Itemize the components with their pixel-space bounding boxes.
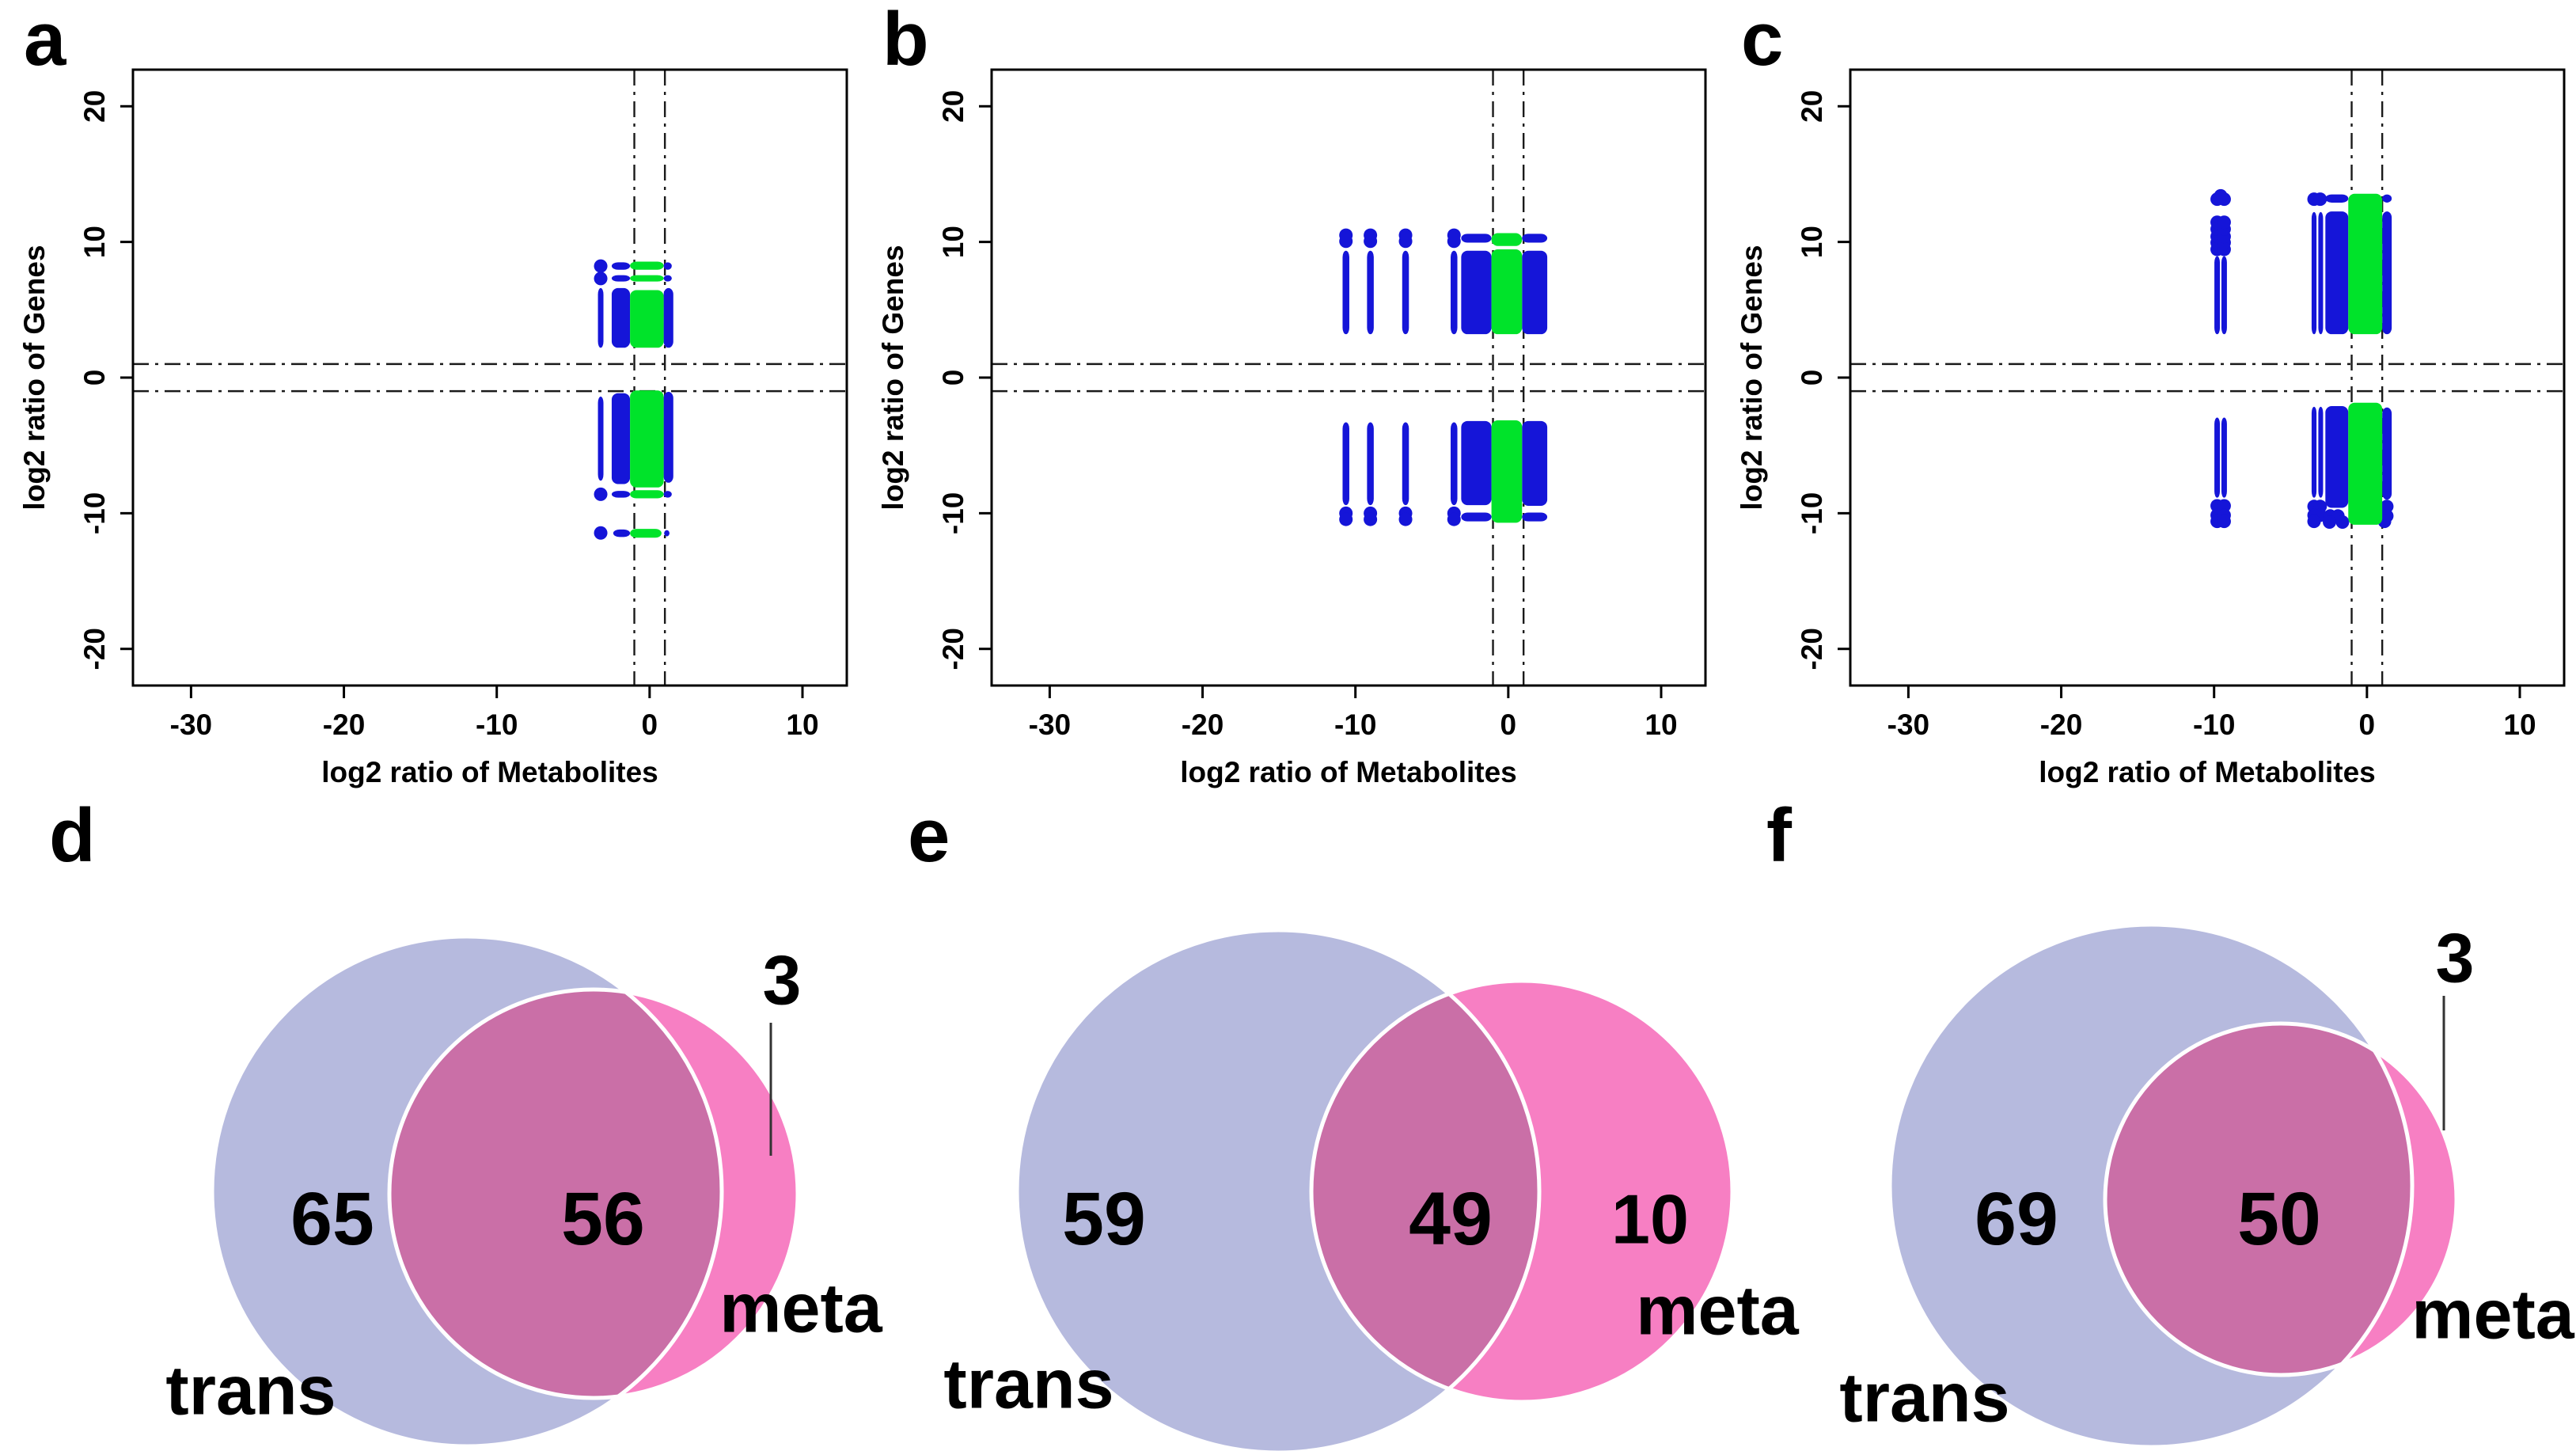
- reference-lines: [992, 70, 1705, 686]
- svg-text:0: 0: [1796, 370, 1828, 386]
- svg-text:-20: -20: [1796, 628, 1828, 670]
- panel-letter-e: e: [908, 793, 950, 878]
- reference-lines: [1850, 70, 2564, 686]
- svg-text:-10: -10: [2193, 708, 2235, 741]
- svg-text:0: 0: [78, 370, 111, 386]
- svg-text:10: 10: [2503, 708, 2536, 741]
- svg-text:20: 20: [937, 90, 969, 123]
- svg-text:10: 10: [78, 226, 111, 258]
- y-axis-title: log2 ratio of Genes: [877, 245, 909, 510]
- trans-only-count: 59: [1062, 1177, 1146, 1261]
- series-blue: [1339, 228, 1548, 526]
- scatter-points-layer: [594, 259, 673, 540]
- meta-set-label: meta: [2411, 1275, 2574, 1354]
- axes: -30 -20 -10 0 10 -20 -10 0 10 20 log2 ratio of Met…: [1736, 90, 2536, 788]
- svg-text:-20: -20: [78, 628, 111, 670]
- scatter-panel-a: a -30 -20 -10 0 10 -20 -10 0 10 20 log2 ratio of M…: [0, 0, 859, 792]
- venn-chart-f: 69 50 3 trans meta: [1839, 919, 2575, 1449]
- svg-text:-10: -10: [78, 492, 111, 534]
- svg-text:10: 10: [1645, 708, 1677, 741]
- venn-diagram: 59 49 10 trans meta: [943, 928, 1800, 1451]
- scatter-chart-a: -30 -20 -10 0 10 -20 -10 0 10 20 log2 ratio of Met…: [18, 68, 848, 788]
- scatter-panel-c: c -30 -20 -10 0 10 -20 -10 0 10 20 log2 ratio of M…: [1717, 0, 2576, 792]
- svg-text:20: 20: [1796, 90, 1828, 123]
- overlap-region: [2105, 1024, 2412, 1375]
- plot-area: -30 -20 -10 0 10 -20 -10 0 10 20 log2 ratio of Met…: [877, 68, 1707, 788]
- overlap-count: 56: [561, 1177, 645, 1261]
- svg-text:0: 0: [937, 370, 969, 386]
- scatter-panel-b: b -30 -20 -10 0 10 -20 -10 0 10 20 log2 ratio of M…: [859, 0, 1717, 792]
- svg-text:10: 10: [937, 226, 969, 258]
- venn-diagram: 69 50 3 trans meta: [1839, 919, 2575, 1449]
- trans-set-label: trans: [1839, 1358, 2009, 1437]
- meta-only-count: 10: [1611, 1180, 1689, 1259]
- series-blue: [594, 259, 673, 540]
- overlap-region: [389, 989, 722, 1398]
- svg-text:10: 10: [1796, 226, 1828, 258]
- panel-letter-c: c: [1741, 0, 1784, 82]
- axes: -30 -20 -10 0 10 -20 -10 0 10 20 log2 ratio of Met…: [18, 90, 819, 788]
- svg-text:-20: -20: [2040, 708, 2082, 741]
- venn-panel-d: d 65 56 3 trans meta: [0, 792, 883, 1451]
- y-axis-title: log2 ratio of Genes: [1736, 245, 1768, 510]
- trans-set-label: trans: [943, 1345, 1113, 1423]
- venn-panel-f: f 69 50 3 trans meta: [1717, 792, 2576, 1451]
- overlap-region: [1311, 981, 1539, 1402]
- series-green: [630, 261, 664, 538]
- trans-only-count: 65: [290, 1177, 374, 1261]
- trans-only-count: 69: [1975, 1177, 2058, 1261]
- svg-text:-20: -20: [1182, 708, 1224, 741]
- scatter-points-layer: [1339, 228, 1548, 526]
- svg-text:10: 10: [786, 708, 818, 741]
- scatter-chart-b: -30 -20 -10 0 10 -20 -10 0 10 20 log2 ratio of Met…: [877, 68, 1707, 788]
- axes: -30 -20 -10 0 10 -20 -10 0 10 20 log2 ratio of Met…: [877, 90, 1678, 788]
- panel-letter-f: f: [1766, 793, 1792, 878]
- overlap-count: 49: [1409, 1177, 1493, 1261]
- svg-text:-10: -10: [1334, 708, 1376, 741]
- svg-text:-20: -20: [937, 628, 969, 670]
- overlap-count: 50: [2237, 1177, 2321, 1261]
- meta-only-count: 3: [763, 941, 802, 1020]
- x-axis-title: log2 ratio of Metabolites: [1180, 756, 1517, 788]
- series-green: [1491, 233, 1523, 523]
- svg-text:-10: -10: [476, 708, 518, 741]
- svg-text:-30: -30: [1887, 708, 1929, 741]
- panel-letter-b: b: [882, 0, 929, 82]
- panel-letter-a: a: [24, 0, 66, 82]
- svg-text:-30: -30: [170, 708, 212, 741]
- svg-text:-20: -20: [323, 708, 365, 741]
- svg-text:0: 0: [642, 708, 658, 741]
- venn-chart-e: 59 49 10 trans meta: [943, 928, 1800, 1451]
- meta-set-label: meta: [719, 1269, 882, 1347]
- meta-only-count: 3: [2436, 919, 2475, 997]
- svg-text:-10: -10: [1796, 492, 1828, 534]
- plot-area: -30 -20 -10 0 10 -20 -10 0 10 20 log2 ratio of Met…: [18, 68, 848, 788]
- trans-set-label: trans: [165, 1351, 336, 1430]
- meta-set-label: meta: [1636, 1271, 1799, 1350]
- venn-diagram: 65 56 3 trans meta: [165, 934, 883, 1449]
- x-axis-title: log2 ratio of Metabolites: [321, 756, 658, 788]
- svg-text:20: 20: [78, 90, 111, 123]
- series-blue: [2210, 188, 2394, 530]
- y-axis-title: log2 ratio of Genes: [18, 245, 51, 510]
- scatter-points-layer: [2210, 188, 2394, 530]
- panel-letter-d: d: [49, 793, 96, 878]
- plot-area: -30 -20 -10 0 10 -20 -10 0 10 20 log2 ratio of Met…: [1736, 68, 2566, 788]
- svg-text:0: 0: [2359, 708, 2376, 741]
- svg-text:0: 0: [1500, 708, 1517, 741]
- venn-panel-e: e 59 49 10 trans meta: [859, 792, 1800, 1451]
- svg-text:-10: -10: [937, 492, 969, 534]
- venn-chart-d: 65 56 3 trans meta: [165, 934, 883, 1449]
- series-green: [2348, 193, 2383, 525]
- reference-lines: [133, 70, 847, 686]
- svg-text:-30: -30: [1029, 708, 1071, 741]
- x-axis-title: log2 ratio of Metabolites: [2039, 756, 2376, 788]
- scatter-chart-c: -30 -20 -10 0 10 -20 -10 0 10 20 log2 ratio of Met…: [1736, 68, 2566, 788]
